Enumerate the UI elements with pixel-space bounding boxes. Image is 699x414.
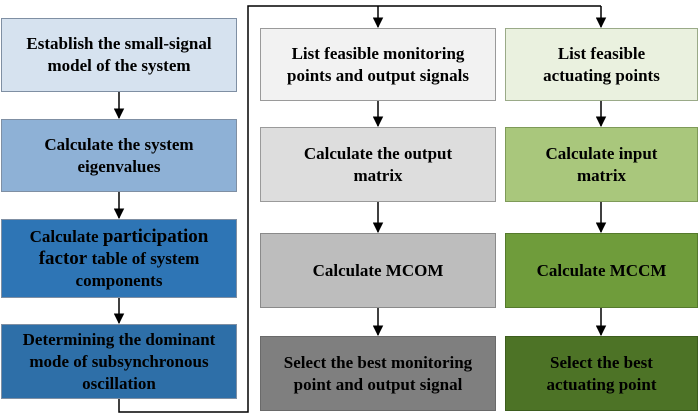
- connector-left-to-top: [118, 5, 601, 413]
- step-establish-model: Establish the small-signal model of the …: [1, 18, 237, 92]
- step-list-monitoring-points: List feasible monitoring points and outp…: [260, 28, 496, 101]
- step-text-line: components: [30, 270, 209, 292]
- step-word: components: [75, 270, 163, 290]
- step-word: of: [131, 248, 151, 268]
- step-text-line: Calculate the system: [44, 134, 194, 154]
- step-text-line: actuating point: [546, 374, 657, 394]
- step-word: table: [91, 248, 132, 268]
- step-word: Calculate: [29, 226, 103, 246]
- step-text-line: Determining the dominant: [22, 329, 216, 349]
- step-calculate-input-matrix: Calculate input matrix: [505, 127, 698, 202]
- step-text-line: Select the best monitoring: [283, 352, 473, 372]
- step-select-actuating-point: Select the best actuating point: [505, 336, 698, 411]
- step-select-monitoring-point: Select the best monitoring point and out…: [260, 336, 496, 411]
- step-text-line: List feasible: [557, 43, 646, 63]
- step-text-line: factor table of system: [30, 248, 209, 270]
- step-text-line: Calculate input: [545, 143, 658, 163]
- step-text-line: Establish the small-signal: [26, 34, 212, 53]
- step-text-line: Select the best: [550, 352, 653, 372]
- step-text-line: matrix: [353, 165, 403, 185]
- step-text-line: Calculate MCCM: [536, 260, 667, 280]
- step-text-line: matrix: [576, 165, 627, 185]
- step-calculate-output-matrix: Calculate the output matrix: [260, 127, 496, 202]
- step-text-line: model of the system: [47, 56, 191, 75]
- step-calculate-mcom: Calculate MCOM: [260, 233, 496, 308]
- step-text-line: eigenvalues: [77, 156, 161, 176]
- step-list-actuating-points: List feasible actuating points: [505, 28, 698, 101]
- step-text-line: Calculate participation: [30, 226, 209, 248]
- step-text-line: oscillation: [82, 373, 156, 393]
- step-text-line: actuating points: [543, 65, 660, 85]
- step-text-line: point and output signal: [293, 374, 463, 394]
- step-dominant-mode: Determining the dominant mode of subsync…: [1, 324, 237, 399]
- step-text-line: Calculate MCOM: [312, 260, 444, 280]
- step-word: system: [150, 248, 200, 268]
- step-text-line: mode of subsynchronous: [29, 351, 209, 371]
- step-text-line: Calculate the output: [303, 143, 453, 163]
- step-word: participation: [102, 225, 209, 247]
- step-calculate-eigenvalues: Calculate the system eigenvalues: [1, 119, 237, 192]
- step-text-line: List feasible monitoring: [291, 43, 465, 63]
- step-word: factor: [38, 247, 92, 269]
- step-calculate-mccm: Calculate MCCM: [505, 233, 698, 308]
- step-text-line: points and output signals: [287, 65, 469, 85]
